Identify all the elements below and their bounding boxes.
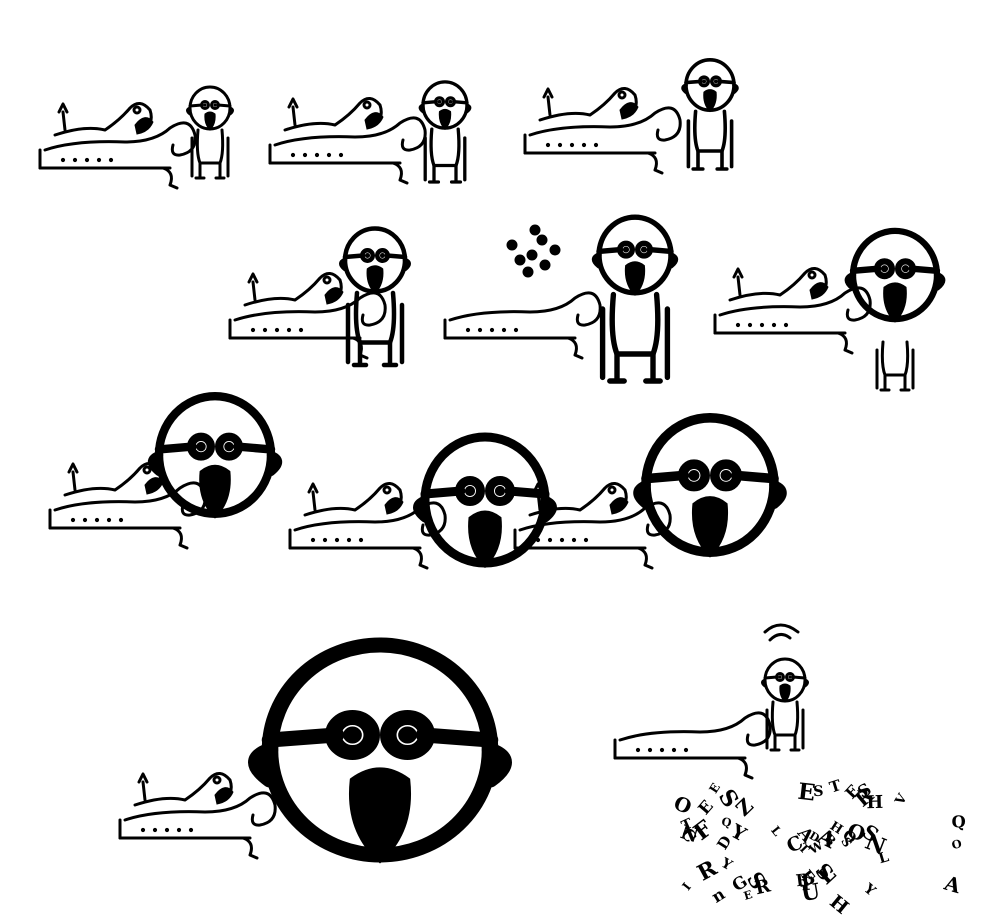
panel-1 xyxy=(38,85,234,190)
letter-32: V xyxy=(892,791,911,809)
letter-37: I xyxy=(679,880,694,893)
letter-20: T xyxy=(827,776,843,796)
letter-22: E xyxy=(742,888,754,903)
letter-26: O xyxy=(670,791,695,819)
panel-11 xyxy=(613,623,809,780)
letter-16: R xyxy=(795,870,811,891)
letter-30: S xyxy=(813,783,824,800)
letter-25: R xyxy=(693,855,722,886)
letter-24: P xyxy=(801,873,816,895)
panel-8 xyxy=(288,437,553,568)
letter-44: H xyxy=(825,891,852,918)
letter-52: Y xyxy=(717,855,734,874)
panel-3 xyxy=(523,57,739,175)
exploding-patient xyxy=(506,224,561,278)
letter-15: Q xyxy=(951,812,965,831)
panel-5 xyxy=(443,217,676,381)
letter-36: L xyxy=(877,849,891,867)
panel-4 xyxy=(228,229,409,366)
letter-27: Y xyxy=(860,880,879,899)
letter-51: O xyxy=(950,836,963,852)
letter-19: A xyxy=(941,870,964,898)
panel-7 xyxy=(48,396,278,550)
letter-4: H xyxy=(866,792,883,813)
letter-8: n xyxy=(708,884,728,906)
letter-38: Q xyxy=(720,814,733,830)
panel-6 xyxy=(713,231,942,392)
panel-10 xyxy=(118,645,504,860)
sound-lines xyxy=(763,623,800,642)
letter-14: N xyxy=(678,820,702,847)
panel-2 xyxy=(268,80,472,185)
letter-42: U xyxy=(799,879,822,907)
letter-45: E xyxy=(796,779,816,807)
panel-9 xyxy=(513,418,782,570)
letter-53: R xyxy=(753,875,773,899)
